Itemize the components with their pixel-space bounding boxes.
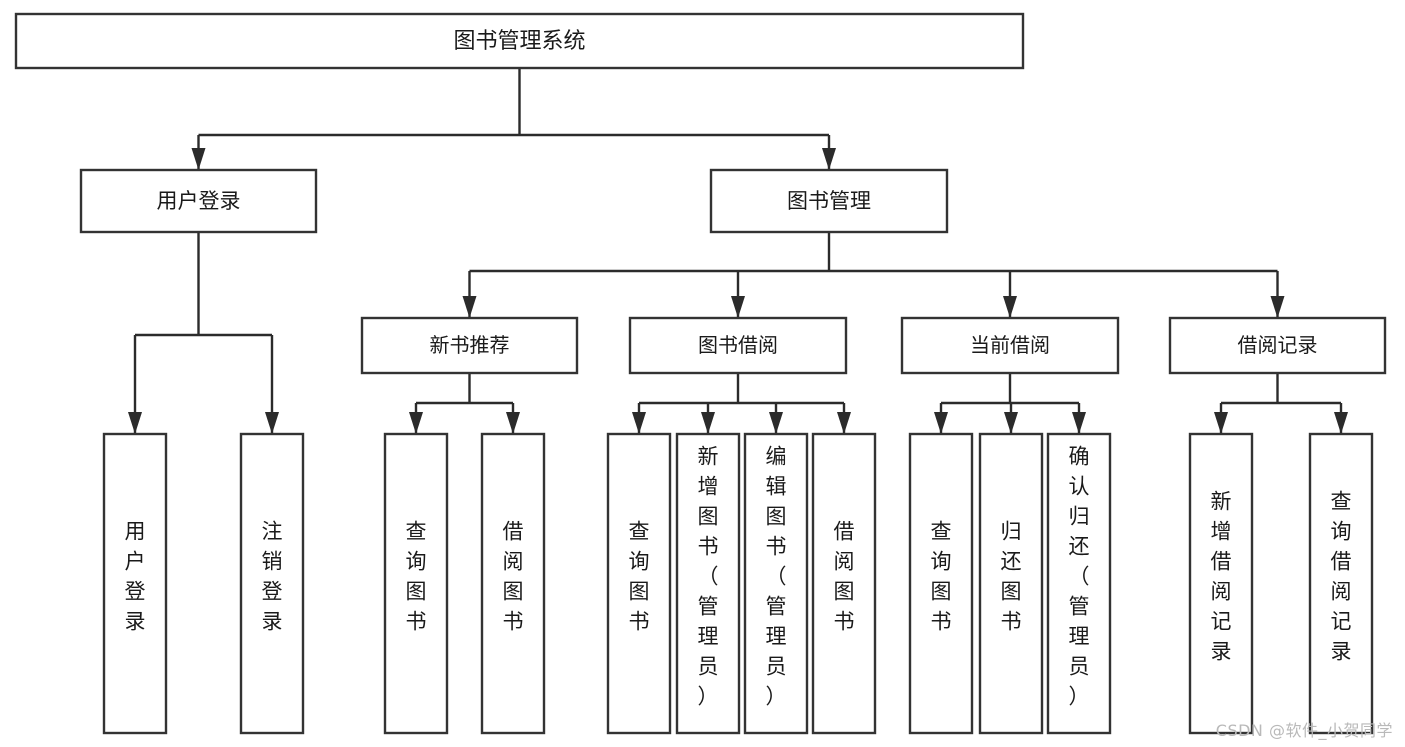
node-book-manage[interactable]: 图书管理 xyxy=(709,168,949,234)
node-leaf-user-login[interactable]: 用户登录 xyxy=(102,432,168,735)
arrow-head-icon xyxy=(462,296,477,318)
node-box[interactable] xyxy=(102,432,168,735)
arrow-head-icon xyxy=(506,412,520,434)
arrow-head-icon xyxy=(409,412,423,434)
arrow-head-icon xyxy=(822,148,836,170)
node-label: 注销登录 xyxy=(262,520,283,634)
arrow-head-icon xyxy=(1003,296,1017,318)
node-box[interactable] xyxy=(1188,432,1254,735)
node-label: 编辑图书（管理员） xyxy=(766,445,787,709)
arrow-head-icon xyxy=(128,412,142,434)
connector-bookmanage-to-level3-bus xyxy=(462,232,1285,318)
arrow-head-icon xyxy=(1004,412,1018,434)
node-label: 新增借阅记录 xyxy=(1211,490,1232,664)
node-label: 用户登录 xyxy=(125,520,146,634)
node-box[interactable] xyxy=(360,316,579,375)
node-label: 查询图书 xyxy=(629,520,650,634)
node-box[interactable] xyxy=(14,12,1025,70)
node-label: 借阅图书 xyxy=(503,520,524,634)
node-box[interactable] xyxy=(908,432,974,735)
node-leaf-logout[interactable]: 注销登录 xyxy=(239,432,305,735)
connector-recommend-to-leaves-bus xyxy=(409,373,520,434)
node-box[interactable] xyxy=(900,316,1120,375)
node-user-login[interactable]: 用户登录 xyxy=(79,168,318,234)
node-current-borrow[interactable]: 当前借阅 xyxy=(900,316,1120,375)
node-label: 当前借阅 xyxy=(970,333,1050,357)
node-label: 确认归还（管理员） xyxy=(1069,445,1090,709)
node-box[interactable] xyxy=(675,432,741,735)
arrow-head-icon xyxy=(934,412,948,434)
node-label: 借阅图书 xyxy=(834,520,855,634)
connector-current-to-leaves-bus xyxy=(934,373,1086,434)
node-label: 图书管理 xyxy=(787,189,871,213)
arrow-head-icon xyxy=(731,296,745,318)
arrow-head-icon xyxy=(191,148,206,170)
node-label: 图书借阅 xyxy=(698,333,778,357)
node-label: 查询图书 xyxy=(931,520,952,634)
arrow-head-icon xyxy=(1334,412,1348,434)
node-box[interactable] xyxy=(239,432,305,735)
node-box[interactable] xyxy=(480,432,546,735)
connector-record-to-leaves-bus xyxy=(1214,373,1348,434)
node-leaf-edit-book[interactable]: 编辑图书（管理员） xyxy=(743,432,809,735)
node-layer: 图书管理系统用户登录图书管理新书推荐图书借阅当前借阅借阅记录用户登录注销登录查询… xyxy=(14,12,1387,735)
node-label: 用户登录 xyxy=(157,189,241,213)
arrow-head-icon xyxy=(701,412,715,434)
node-box[interactable] xyxy=(978,432,1044,735)
node-leaf-add-borrow-record[interactable]: 新增借阅记录 xyxy=(1188,432,1254,735)
node-box[interactable] xyxy=(1308,432,1374,735)
node-leaf-query-borrow-record[interactable]: 查询借阅记录 xyxy=(1308,432,1374,735)
arrow-head-icon xyxy=(1214,412,1228,434)
node-root[interactable]: 图书管理系统 xyxy=(14,12,1025,70)
node-borrow-record[interactable]: 借阅记录 xyxy=(1168,316,1387,375)
node-box[interactable] xyxy=(709,168,949,234)
node-label: 新书推荐 xyxy=(430,333,510,357)
node-leaf-confirm-return[interactable]: 确认归还（管理员） xyxy=(1046,432,1112,735)
connector-root-to-level2-bus xyxy=(191,68,836,170)
node-leaf-query-book-current[interactable]: 查询图书 xyxy=(908,432,974,735)
node-leaf-borrow-book-recommend[interactable]: 借阅图书 xyxy=(480,432,546,735)
arrow-head-icon xyxy=(837,412,851,434)
arrow-head-icon xyxy=(632,412,646,434)
node-label: 归还图书 xyxy=(1001,520,1022,634)
node-label: 查询借阅记录 xyxy=(1331,490,1352,664)
node-box[interactable] xyxy=(1046,432,1112,735)
arrow-head-icon xyxy=(265,412,279,434)
node-leaf-query-book-borrow[interactable]: 查询图书 xyxy=(606,432,672,735)
arrow-head-icon xyxy=(1270,296,1285,318)
connector-layer xyxy=(128,68,1348,434)
node-box[interactable] xyxy=(606,432,672,735)
arrow-head-icon xyxy=(1072,412,1086,434)
node-label: 图书管理系统 xyxy=(453,29,585,54)
node-box[interactable] xyxy=(811,432,877,735)
csdn-watermark: CSDN @软件_小贺同学 xyxy=(1215,721,1393,740)
arrow-head-icon xyxy=(769,412,783,434)
node-box[interactable] xyxy=(1168,316,1387,375)
node-leaf-add-book[interactable]: 新增图书（管理员） xyxy=(675,432,741,735)
node-new-book-recommend[interactable]: 新书推荐 xyxy=(360,316,579,375)
node-box[interactable] xyxy=(383,432,449,735)
node-leaf-borrow-book[interactable]: 借阅图书 xyxy=(811,432,877,735)
connector-borrow-to-leaves-bus xyxy=(632,373,851,434)
node-book-borrow[interactable]: 图书借阅 xyxy=(628,316,848,375)
node-box[interactable] xyxy=(628,316,848,375)
node-label: 查询图书 xyxy=(406,520,427,634)
node-label: 借阅记录 xyxy=(1238,333,1318,357)
node-leaf-return-book[interactable]: 归还图书 xyxy=(978,432,1044,735)
node-box[interactable] xyxy=(743,432,809,735)
node-leaf-query-book-recommend[interactable]: 查询图书 xyxy=(383,432,449,735)
connector-userlogin-to-leaves-bus xyxy=(128,232,279,434)
node-label: 新增图书（管理员） xyxy=(698,445,719,709)
node-box[interactable] xyxy=(79,168,318,234)
